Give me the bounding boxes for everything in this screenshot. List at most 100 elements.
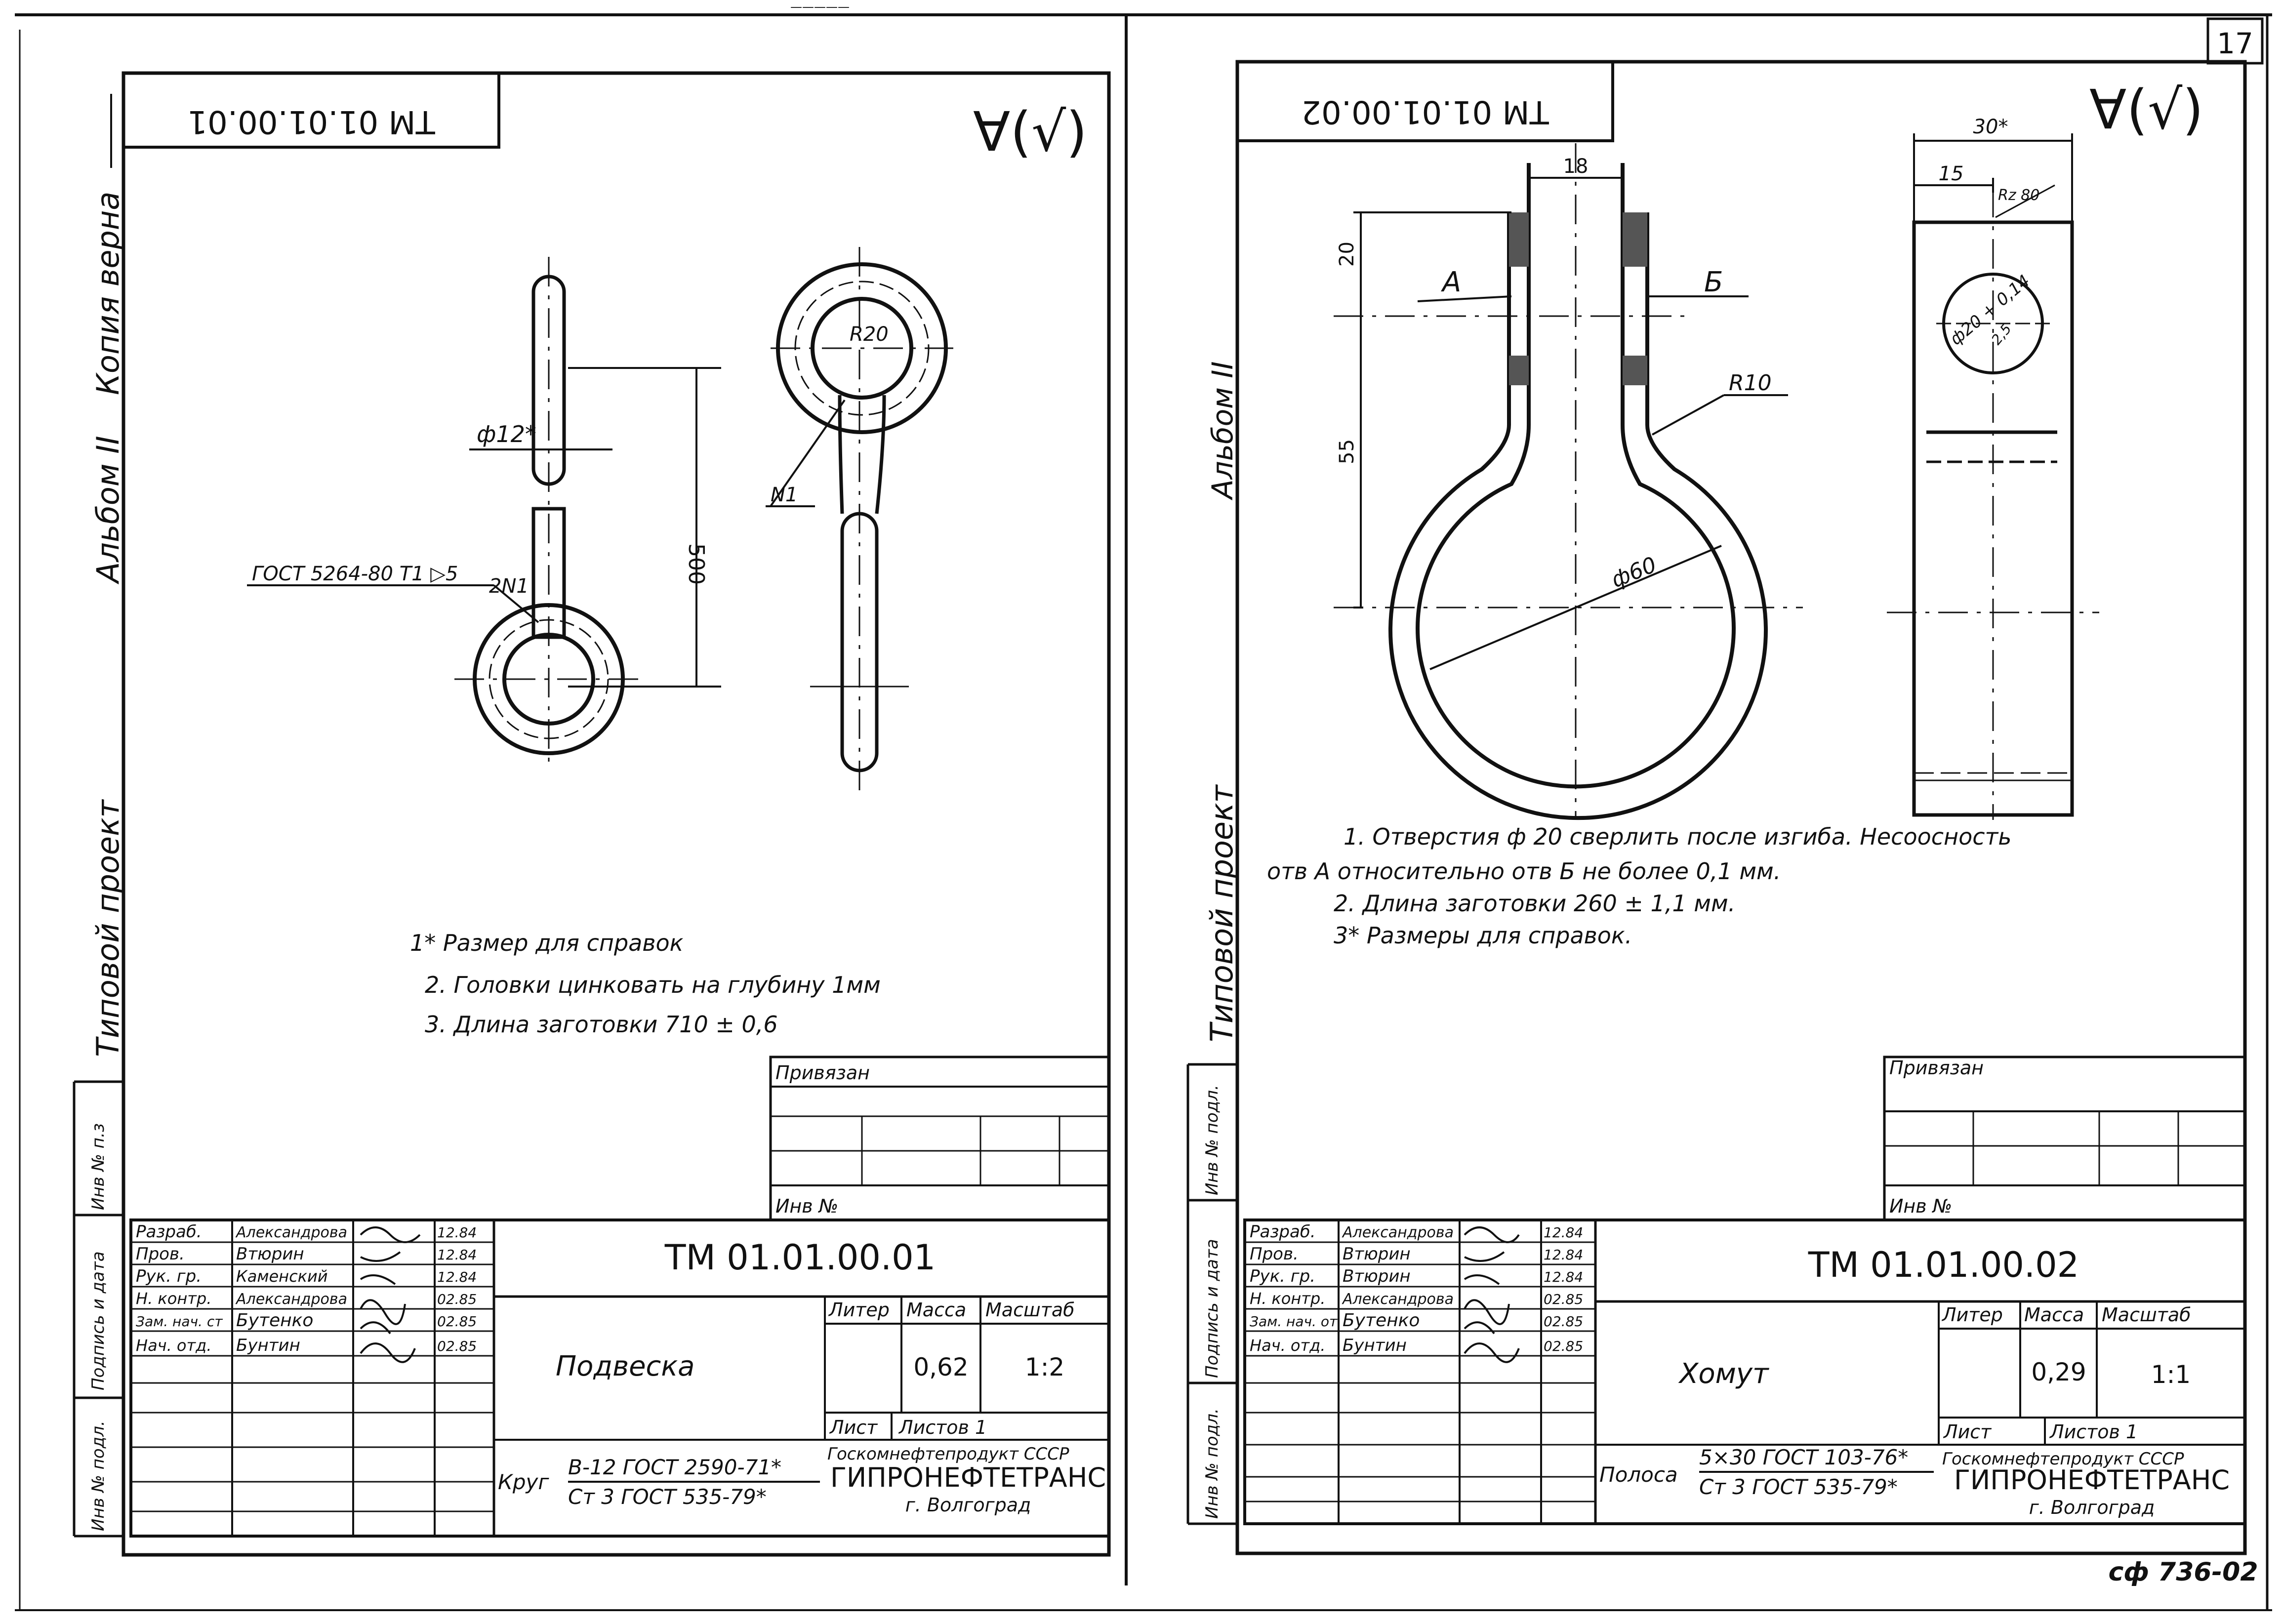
right-label-a: А [1441,266,1461,298]
right-title-block: Разраб. Александрова 12.84 Пров. Втюрин … [1243,1218,2246,1525]
right-inv-no: Инв № [1889,1195,1952,1217]
right-org1: Госкомнефтепродукт СССР [1942,1449,2184,1469]
left-dim-r20: R20 [850,323,889,346]
right-stamp-code: ТМ 01.01.00.02 [1301,93,1549,130]
left-signatures [360,1226,421,1363]
left-part-front-view: ф12* 500 ГОСТ 5264-80 Т1 ▷5 2N1 [247,257,721,771]
left-signer-name-6: Бунтин [236,1336,300,1355]
right-privyazan: Привязан [1889,1057,1984,1079]
right-dim-20: 20 [1336,242,1358,267]
left-title-block: Разраб. Александрова 12.84 Пров. Втюрин … [129,1218,1110,1538]
left-part-side-view: R20 N1 [766,247,953,790]
gost-weld-arrow [493,584,539,623]
left-side-cell-1: Инв № п.з [88,1123,108,1210]
left-signer-name-3: Каменский [236,1267,328,1286]
right-signatures [1464,1226,1520,1363]
right-part-name: Хомут [1678,1358,1769,1390]
right-material-top: 5×30 ГОСТ 103-76* [1699,1445,1908,1469]
right-signer-role-3: Рук. гр. [1250,1266,1315,1286]
phi60-line [1429,545,1722,670]
right-label-b: Б [1704,266,1723,298]
left-material-bottom: Ст 3 ГОСТ 535-79* [568,1485,767,1509]
right-main-frame [1235,60,2247,1555]
right-dim-rz: Rz 80 [1998,187,2039,204]
right-stamp-box [1236,60,1614,142]
right-mass-value: 0,29 [2031,1358,2086,1386]
left-head-liter: Литер [828,1299,890,1321]
right-dim-hole2: 2,5 [1988,321,2015,348]
right-dim-15: 15 [1939,162,1964,185]
n1-leader [770,399,846,507]
right-signer-date-4: 02.85 [1544,1291,1583,1307]
right-signer-name-4: Александрова [1342,1291,1454,1308]
left-head-mass: Масса [906,1299,966,1321]
left-sheet-label: Лист [829,1417,878,1438]
right-dim-55: 55 [1336,439,1358,464]
right-side-cell-2: Подпись и дата [1202,1239,1222,1378]
right-signer-name-6: Бунтин [1343,1336,1407,1355]
left-material-label: Круг [498,1470,549,1494]
right-head-scale: Масштаб [2102,1304,2191,1326]
right-material-bottom: Ст 3 ГОСТ 535-79* [1699,1475,1898,1499]
left-dim-phi12: ф12* [477,421,536,447]
right-signer-name-2: Втюрин [1343,1244,1411,1264]
right-head-mass: Масса [2024,1304,2084,1326]
eye-mid [489,619,609,739]
right-part-front-view: 18 20 55 А Б R10 ф60 [1334,143,1803,820]
left-signer-date-5: 02.85 [437,1313,477,1330]
left-signer-role-5: Зам. нач. ст [136,1313,223,1330]
right-signer-name-1: Александрова [1342,1224,1454,1241]
right-material-label: Полоса [1599,1462,1678,1487]
right-note-1: 1. Отверстия ф 20 сверлить после изгиба.… [1344,823,2011,850]
right-signer-date-1: 12.84 [1544,1224,1583,1241]
right-note-4: 3* Размеры для справок. [1334,922,1632,949]
right-margin-album: Альбом II [1206,361,1239,501]
left-note-2: 2. Головки цинковать на глубину 1мм [425,972,881,998]
left-signer-role-1: Разраб. [136,1222,202,1242]
left-part-name: Подвеска [556,1350,694,1382]
left-stamp-code: ТМ 01.01.00.01 [187,103,435,140]
left-dim-500: 500 [684,543,709,585]
right-dim-r10: R10 [1729,370,1772,396]
right-note-3: 2. Длина заготовки 260 ± 1,1 мм. [1334,890,1735,917]
left-side-cell-2: Подпись и дата [88,1251,108,1390]
right-dim-30: 30* [1973,116,2008,138]
left-org2: ГИПРОНЕФТЕТРАНС [830,1462,1106,1493]
left-signer-name-1: Александрова [235,1224,347,1241]
right-dim-phi60: ф60 [1608,552,1660,593]
right-sheet-label: Лист [1943,1421,1992,1443]
left-signer-name-5: Бутенко [236,1310,313,1331]
left-org1: Госкомнефтепродукт СССР [827,1444,1069,1464]
right-title-code: ТМ 01.01.00.02 [1808,1245,2079,1285]
right-signer-role-2: Пров. [1250,1244,1299,1264]
left-org3: г. Волгоград [905,1494,1031,1516]
left-signer-date-6: 02.85 [437,1338,477,1354]
left-dim-2n1: 2N1 [489,575,529,598]
left-margin-project: Типовой проект [90,799,126,1057]
right-signer-date-2: 12.84 [1544,1247,1583,1263]
right-part-side-view: ф20 + 0,14 2,5 30* 15 Rz 80 [1887,116,2099,820]
left-material-top: В-12 ГОСТ 2590-71* [568,1455,781,1479]
right-signer-name-3: Втюрин [1343,1266,1411,1286]
left-side-cell-3: Инв № подл. [88,1421,108,1531]
right-signer-date-3: 12.84 [1544,1269,1583,1285]
left-head-scale: Масштаб [985,1299,1075,1321]
right-org2: ГИПРОНЕФТЕТРАНС [1954,1464,2230,1496]
hatch-a [1509,212,1529,267]
left-mass-value: 0,62 [913,1353,968,1381]
left-sheet: Инв № п.з Подпись и дата Инв № подл. Тип… [73,71,1111,1557]
right-privyazan-table: Привязан Инв № [1883,1056,2246,1221]
bottom-code: сф 736-02 [2108,1557,2258,1587]
right-roughness-symbol: ∀(√) [2089,78,2203,141]
right-margin-project: Типовой проект [1204,784,1240,1042]
right-signer-role-1: Разраб. [1250,1222,1316,1242]
left-stamp-box [122,72,500,149]
left-scale-value: 1:2 [1025,1353,1064,1381]
right-signer-date-5: 02.85 [1544,1313,1583,1330]
right-signer-role-6: Нач. отд. [1250,1336,1325,1355]
left-signer-date-3: 12.84 [437,1269,477,1285]
right-signer-role-5: Зам. нач. от [1250,1313,1338,1330]
left-signer-role-6: Нач. отд. [136,1336,211,1355]
right-signer-role-4: Н. контр. [1250,1289,1325,1308]
